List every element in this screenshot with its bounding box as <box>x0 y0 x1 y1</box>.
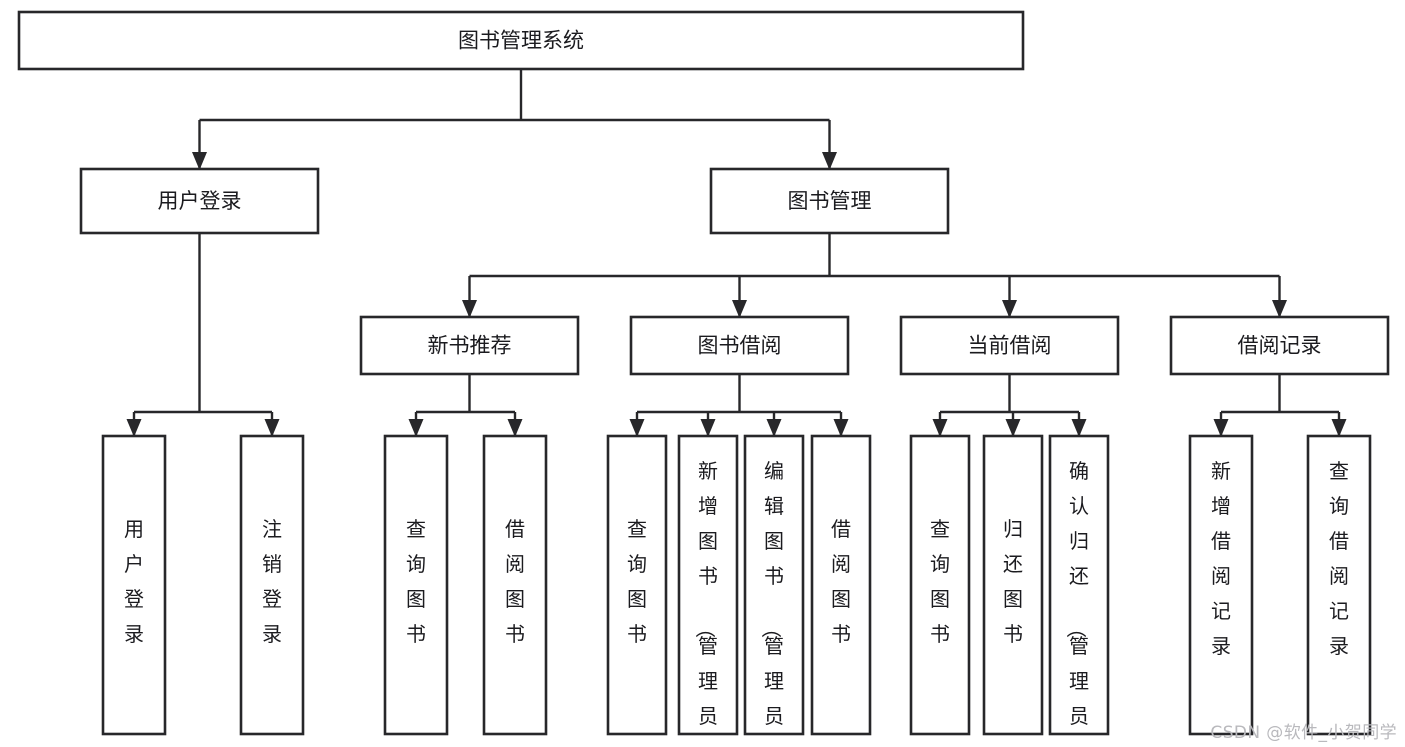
node-label: 查询图书 <box>406 517 426 646</box>
arrow-head-icon <box>126 419 142 437</box>
node-label: 新书推荐 <box>428 334 512 358</box>
arrow-head-icon <box>1002 300 1017 318</box>
node-leaf-add-book-admin[interactable]: 新增图书（管理员） <box>677 434 739 747</box>
node-book-manage[interactable]: 图书管理 <box>709 167 950 235</box>
node-label: 借阅图书 <box>831 517 851 646</box>
arrow-head-icon <box>766 419 782 437</box>
node-box <box>1188 434 1254 736</box>
node-box <box>1306 434 1372 736</box>
node-box <box>899 315 1120 376</box>
node-leaf-confirm-return-admin[interactable]: 确认归还（管理员） <box>1048 434 1110 747</box>
node-label: 新增图书（管理员） <box>693 459 718 747</box>
node-label: 用户登录 <box>158 189 242 213</box>
arrow-head-icon <box>1331 419 1347 437</box>
node-leaf-user-login[interactable]: 用户登录 <box>101 434 167 736</box>
arrow-head-icon <box>833 419 849 437</box>
node-label: 图书管理 <box>788 189 872 213</box>
node-box <box>79 167 320 235</box>
node-label: 图书管理系统 <box>458 29 584 53</box>
node-current-borrow[interactable]: 当前借阅 <box>899 315 1120 376</box>
nodes-layer: 图书管理系统用户登录图书管理新书推荐图书借阅当前借阅借阅记录用户登录注销登录查询… <box>17 10 1390 747</box>
node-leaf-query-book-borrow[interactable]: 查询图书 <box>606 434 668 736</box>
node-leaf-add-borrow-record[interactable]: 新增借阅记录 <box>1188 434 1254 736</box>
node-box <box>709 167 950 235</box>
node-leaf-query-book-current[interactable]: 查询图书 <box>909 434 971 736</box>
node-leaf-query-borrow-record[interactable]: 查询借阅记录 <box>1306 434 1372 736</box>
node-box <box>239 434 305 736</box>
arrow-head-icon <box>822 152 837 170</box>
node-box <box>743 434 805 736</box>
arrow-head-icon <box>507 419 523 437</box>
node-box <box>1169 315 1390 376</box>
arrow-head-icon <box>1213 419 1229 437</box>
node-leaf-query-book-rec[interactable]: 查询图书 <box>383 434 449 736</box>
node-box <box>677 434 739 736</box>
arrow-head-icon <box>932 419 948 437</box>
node-label: 查询图书 <box>627 517 647 646</box>
node-leaf-user-logout[interactable]: 注销登录 <box>239 434 305 736</box>
node-leaf-borrow-book-borrow[interactable]: 借阅图书 <box>810 434 872 736</box>
watermark-label: CSDN @软件_小贺同学 <box>1210 723 1397 743</box>
arrow-head-icon <box>700 419 716 437</box>
node-label: 借阅图书 <box>505 517 525 646</box>
node-new-book-recommend[interactable]: 新书推荐 <box>359 315 580 376</box>
arrow-head-icon <box>1272 300 1287 318</box>
node-root[interactable]: 图书管理系统 <box>17 10 1025 71</box>
node-label: 当前借阅 <box>968 334 1052 358</box>
node-label: 注销登录 <box>262 517 282 646</box>
node-label: 查询图书 <box>930 517 950 646</box>
node-label: 借阅记录 <box>1238 334 1322 358</box>
node-leaf-edit-book-admin[interactable]: 编辑图书（管理员） <box>743 434 805 747</box>
node-box <box>101 434 167 736</box>
node-box <box>359 315 580 376</box>
arrow-head-icon <box>1071 419 1087 437</box>
node-box <box>17 10 1025 71</box>
node-box <box>982 434 1044 736</box>
node-user-login[interactable]: 用户登录 <box>79 167 320 235</box>
node-leaf-return-book[interactable]: 归还图书 <box>982 434 1044 736</box>
arrow-head-icon <box>629 419 645 437</box>
node-label: 归还图书 <box>1003 517 1023 646</box>
arrow-head-icon <box>1005 419 1021 437</box>
node-label: 查询借阅记录 <box>1329 459 1349 658</box>
node-box <box>909 434 971 736</box>
node-label: 用户登录 <box>124 517 144 646</box>
node-book-borrow[interactable]: 图书借阅 <box>629 315 850 376</box>
node-label: 图书借阅 <box>698 334 782 358</box>
node-leaf-borrow-book-rec[interactable]: 借阅图书 <box>482 434 548 736</box>
arrow-head-icon <box>264 419 280 437</box>
node-box <box>606 434 668 736</box>
node-box <box>629 315 850 376</box>
arrow-head-icon <box>408 419 424 437</box>
node-label: 新增借阅记录 <box>1211 459 1231 658</box>
arrow-head-icon <box>462 300 477 318</box>
node-box <box>383 434 449 736</box>
node-label: 确认归还（管理员） <box>1064 459 1089 747</box>
node-label: 编辑图书（管理员） <box>759 459 784 747</box>
arrow-head-icon <box>192 152 207 170</box>
node-box <box>810 434 872 736</box>
connectors-layer <box>126 69 1347 437</box>
node-borrow-record[interactable]: 借阅记录 <box>1169 315 1390 376</box>
arrow-head-icon <box>732 300 747 318</box>
node-box <box>1048 434 1110 736</box>
node-box <box>482 434 548 736</box>
